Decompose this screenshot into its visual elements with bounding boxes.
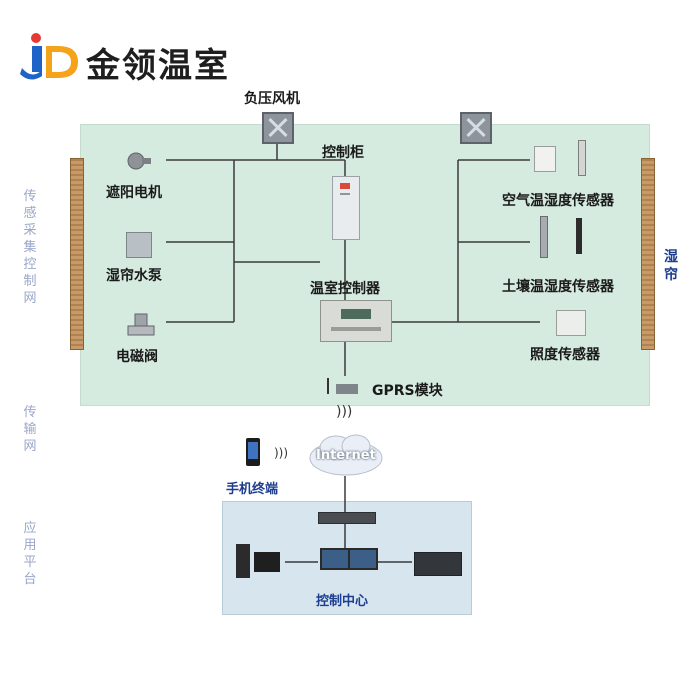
air-sensor-box-icon [534, 146, 556, 172]
greenhouse-controller-label: 温室控制器 [310, 281, 380, 297]
display-wall-icon [414, 552, 462, 576]
soil-sensor-probe-icon [540, 216, 548, 258]
exhaust-fan-right-icon [460, 112, 492, 144]
workstation-monitors-icon [320, 548, 378, 572]
exhaust-fan-left-icon [262, 112, 294, 144]
control-cabinet-icon [332, 176, 360, 240]
wireless-signal-icon: ))) [336, 404, 353, 420]
shade-motor-icon [126, 150, 152, 172]
mobile-phone-icon [246, 438, 260, 466]
greenhouse-controller-icon [320, 300, 392, 342]
logo [18, 30, 82, 82]
light-sensor-label: 照度传感器 [530, 347, 600, 363]
solenoid-valve-label: 电磁阀 [116, 349, 158, 365]
air-sensor-label: 空气温湿度传感器 [502, 193, 614, 209]
exhaust-fan-label: 负压风机 [244, 91, 300, 107]
shade-motor-label: 遮阳电机 [106, 185, 162, 201]
layer-transport-label: 传输网 [23, 405, 37, 454]
curtain-pump-label: 湿帘水泵 [106, 268, 162, 284]
solenoid-valve-icon [126, 312, 156, 338]
server-pc-icon [236, 544, 250, 578]
wet-curtain-label: 湿帘 [664, 249, 678, 283]
control-center-label: 控制中心 [316, 594, 369, 609]
layer-sensing-label: 传感采集控制网 [23, 189, 37, 306]
layer-application-label: 应用平台 [23, 521, 37, 587]
server-monitor-icon [254, 552, 280, 572]
soil-sensor-label: 土壤温湿度传感器 [502, 279, 614, 295]
wet-curtain-right [641, 158, 655, 350]
wet-curtain-left [70, 158, 84, 350]
soil-sensor-probe2-icon [576, 218, 582, 254]
control-cabinet-label: 控制柜 [322, 145, 364, 161]
brand-name: 金领温室 [86, 46, 230, 86]
gprs-module-icon [322, 376, 362, 396]
light-sensor-icon [556, 310, 586, 336]
gprs-label: GPRS模块 [372, 383, 443, 399]
air-sensor-probe-icon [578, 140, 586, 176]
logo-icon [20, 33, 78, 80]
internet-label: Internet [316, 448, 376, 463]
curtain-pump-icon [126, 232, 152, 258]
internet-cloud-icon [309, 434, 383, 476]
mobile-signal-icon: ))) [274, 446, 289, 460]
network-switch-icon [318, 512, 376, 524]
mobile-terminal-label: 手机终端 [226, 482, 279, 497]
